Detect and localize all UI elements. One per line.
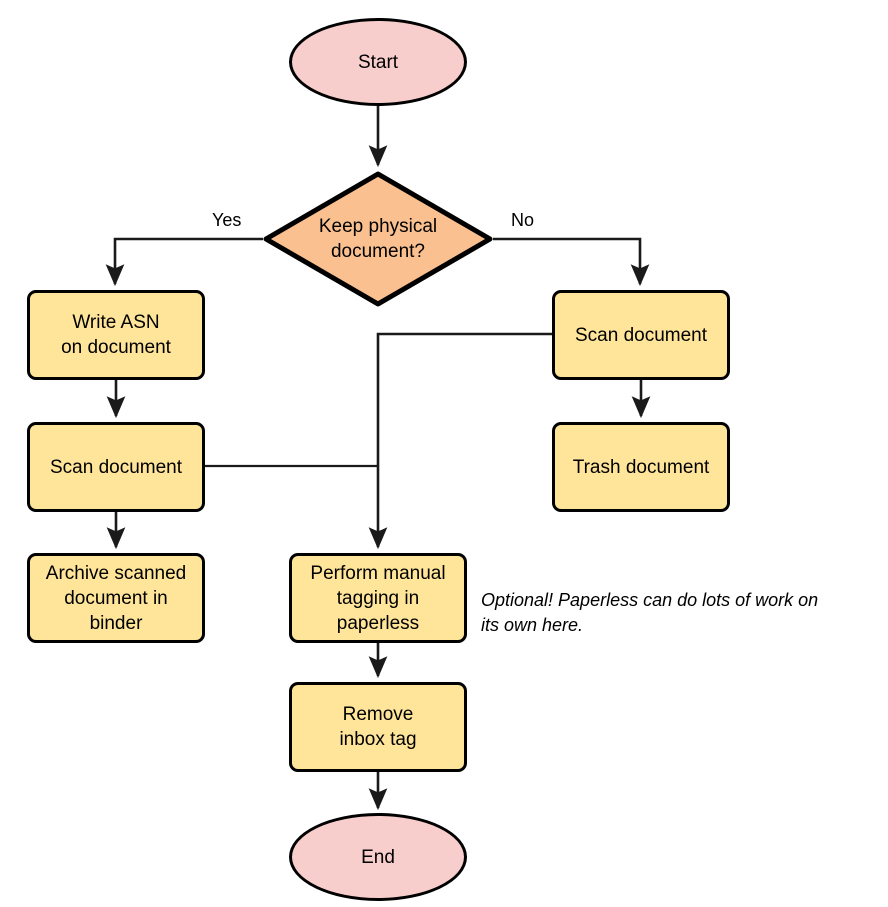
edge-decision-yes-to-write-asn bbox=[105, 237, 263, 287]
node-keep-physical-document[interactable]: Keep physical document? bbox=[263, 171, 493, 307]
edge-label-no: No bbox=[509, 210, 537, 231]
node-keep-physical-document-label: Keep physical document? bbox=[318, 216, 438, 262]
node-perform-manual-tagging-in-paperless[interactable]: Perform manual tagging in paperless bbox=[289, 553, 467, 643]
edge-label-yes: Yes bbox=[210, 210, 244, 231]
edge-scan-right-to-manual-tagging bbox=[368, 332, 552, 550]
annotation-optional-note: Optional! Paperless can do lots of work … bbox=[481, 590, 819, 635]
node-scan-document-left[interactable]: Scan document bbox=[27, 422, 205, 512]
node-archive-scanned-document-in-binder-label: Archive scanned document in binder bbox=[45, 562, 187, 634]
node-trash-document-label: Trash document bbox=[572, 456, 710, 478]
node-end[interactable]: End bbox=[289, 813, 467, 901]
node-scan-document-right-label: Scan document bbox=[574, 324, 708, 346]
node-scan-document-left-label: Scan document bbox=[49, 456, 183, 478]
node-archive-scanned-document-in-binder[interactable]: Archive scanned document in binder bbox=[27, 553, 205, 643]
node-write-asn-on-document[interactable]: Write ASN on document bbox=[27, 290, 205, 380]
decision-diamond-shape bbox=[263, 171, 493, 307]
node-start[interactable]: Start bbox=[289, 18, 467, 106]
node-scan-document-right[interactable]: Scan document bbox=[552, 290, 730, 380]
node-perform-manual-tagging-in-paperless-label: Perform manual tagging in paperless bbox=[310, 562, 446, 634]
node-remove-inbox-tag-label: Remove inbox tag bbox=[339, 704, 417, 750]
edge-decision-no-to-scan-right bbox=[493, 237, 650, 287]
node-trash-document[interactable]: Trash document bbox=[552, 422, 730, 512]
node-write-asn-on-document-label: Write ASN on document bbox=[61, 312, 171, 358]
node-end-label: End bbox=[361, 846, 395, 868]
node-remove-inbox-tag[interactable]: Remove inbox tag bbox=[289, 682, 467, 772]
node-start-label: Start bbox=[357, 51, 399, 73]
